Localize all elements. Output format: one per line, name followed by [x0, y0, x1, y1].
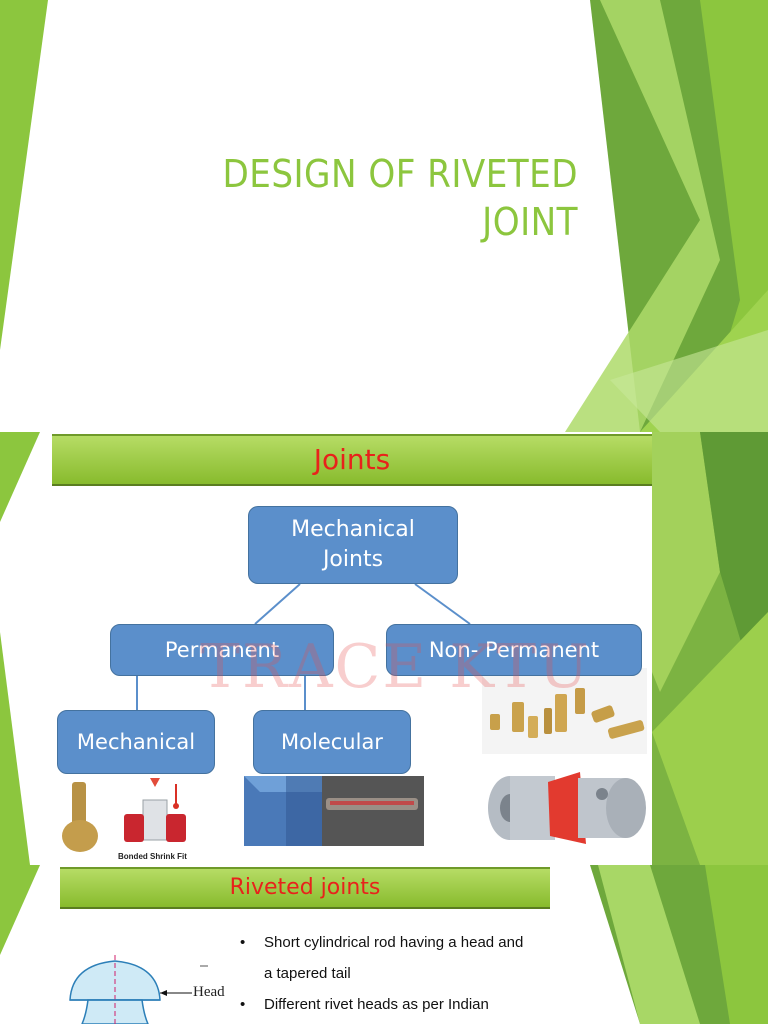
shrink-fit-caption: Bonded Shrink Fit: [118, 852, 187, 861]
head-label: Head: [193, 984, 225, 1000]
bonded-joint-photo: [322, 776, 424, 846]
right-light-wedge: [565, 0, 720, 432]
non-permanent-label: Non- Permanent: [428, 638, 600, 662]
shrink-fit-diagram: [120, 777, 195, 849]
slide3-decoration: [0, 865, 768, 1024]
connector-root-nonpermanent: [414, 583, 471, 625]
bullet-1: Short cylindrical rod having a head anda…: [238, 927, 523, 989]
joints-header: Joints: [52, 434, 652, 486]
joints-slide: Joints Mechanical Joints Permanent Non- …: [0, 432, 768, 865]
title-slide: DESIGN OF RIVETED JOINT: [0, 0, 768, 432]
jaw-coupling-image: [482, 768, 647, 865]
welded-joint-photo: [244, 776, 322, 846]
left-green-triangle: [0, 0, 48, 350]
mechanical-joints-box: Mechanical Joints: [248, 506, 458, 584]
left-triangle: [0, 865, 40, 955]
riveted-joints-header: Riveted joints: [60, 867, 550, 909]
root-label-line-2: Joints: [322, 547, 384, 572]
left-top-triangle: [0, 432, 40, 522]
riveted-joints-slide: Riveted joints Head Short cylindrical ro…: [0, 865, 768, 1024]
molecular-label: Molecular: [281, 730, 383, 754]
right-light-wedge: [598, 865, 700, 1024]
mechanical-label: Mechanical: [76, 730, 196, 754]
right-lower-wedge: [652, 612, 768, 865]
title-line-1: DESIGN OF RIVETED: [222, 152, 578, 196]
right-light-wedge: [652, 432, 720, 692]
mechanical-box: Mechanical: [57, 710, 215, 774]
rivet-photo: [62, 780, 110, 856]
permanent-label: Permanent: [164, 638, 280, 662]
riveted-bullets: Short cylindrical rod having a head anda…: [238, 927, 523, 1020]
joints-title: Joints: [313, 443, 391, 476]
bullet-2: Different rivet heads as per Indian: [238, 989, 523, 1020]
slide-title: DESIGN OF RIVETED JOINT: [223, 150, 579, 246]
watermark: TRACE KTU: [200, 632, 591, 702]
rivet-head-diagram: [69, 955, 208, 1024]
riveted-joints-title: Riveted joints: [229, 875, 381, 900]
threaded-inserts-image: [482, 668, 647, 754]
slide2-decoration: [0, 432, 768, 865]
connector-root-permanent: [254, 583, 301, 625]
molecular-box: Molecular: [253, 710, 411, 774]
permanent-box: Permanent: [110, 624, 334, 676]
slide1-decoration: [0, 0, 768, 432]
non-permanent-box: Non- Permanent: [386, 624, 642, 676]
left-bottom-triangle: [0, 632, 30, 865]
title-line-2: JOINT: [482, 200, 578, 244]
right-mid-band: [705, 865, 768, 1024]
root-label-line-1: Mechanical: [291, 517, 415, 542]
right-pale-triangle: [610, 330, 768, 432]
